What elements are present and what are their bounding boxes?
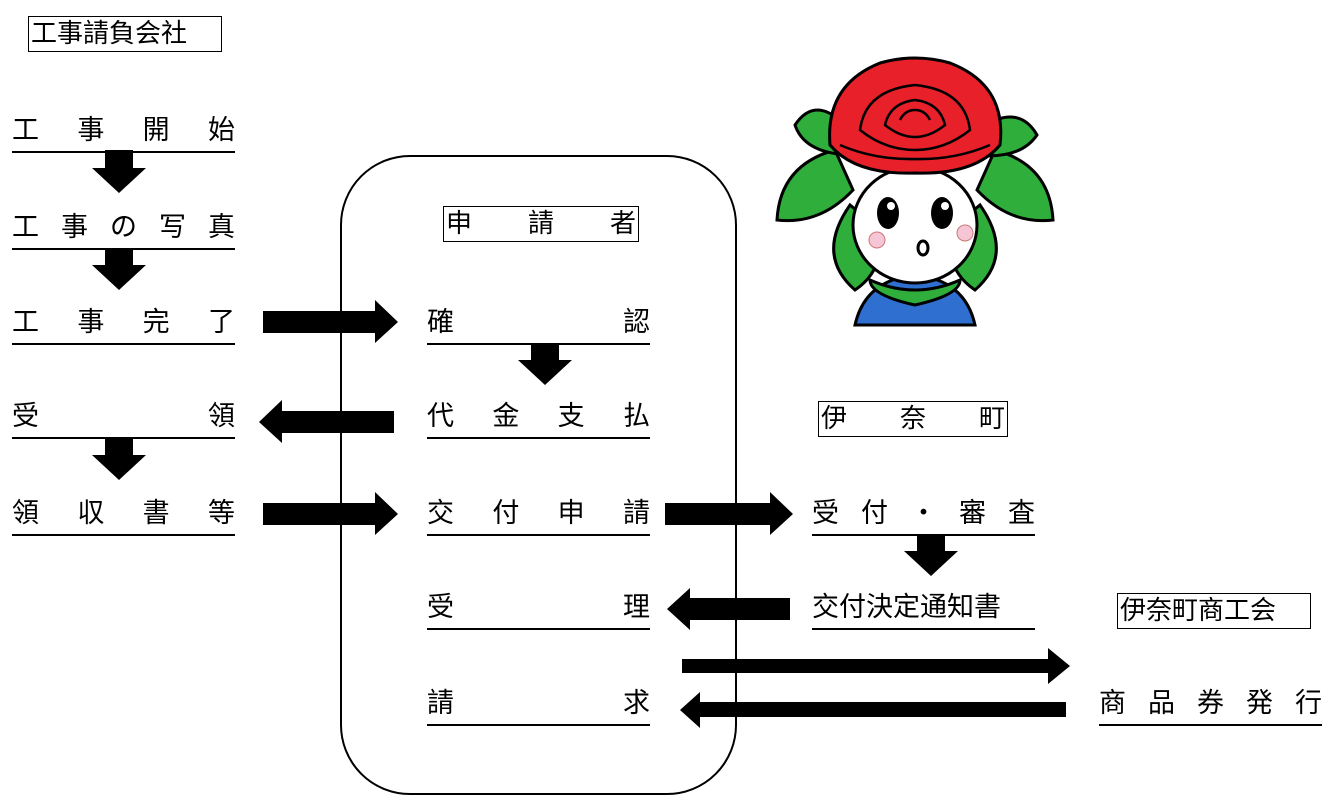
town-step-review-char-1: 付 bbox=[861, 498, 888, 529]
contractor-step-complete-char-3: 了 bbox=[207, 307, 235, 338]
town-step-review-char-4: 査 bbox=[1008, 498, 1035, 529]
applicant-step-claim: 請求 bbox=[427, 686, 650, 726]
contractor-step-complete-char-1: 事 bbox=[77, 307, 105, 338]
arrow-right-documents-to-apply bbox=[263, 492, 398, 535]
contractor-step-documents: 領収書等 bbox=[12, 496, 235, 536]
applicant-step-payment-char-3: 払 bbox=[622, 401, 650, 432]
arrow-left-payment-to-receipt bbox=[259, 400, 394, 443]
contractor-step-documents-char-1: 収 bbox=[77, 498, 105, 529]
applicant-step-accept-char-0: 受 bbox=[427, 592, 454, 623]
chamber-title-text: 伊奈町商工会 bbox=[1120, 596, 1277, 626]
applicant-title: 申請者 bbox=[443, 206, 639, 242]
chamber-step-voucher-char-3: 発 bbox=[1246, 688, 1273, 719]
contractor-step-photo-char-4: 真 bbox=[208, 212, 235, 243]
arrow-down-town bbox=[904, 534, 958, 576]
town-title-char-0: 伊 bbox=[821, 404, 848, 434]
contractor-step-documents-char-2: 書 bbox=[142, 498, 170, 529]
contractor-step-complete-char-2: 完 bbox=[142, 307, 170, 338]
chamber-step-voucher-char-4: 行 bbox=[1295, 688, 1322, 719]
town-step-notice: 交付決定通知書 bbox=[812, 590, 1035, 630]
contractor-step-photo: 工事の写真 bbox=[12, 210, 235, 250]
arrow-right-apply-to-review bbox=[665, 492, 793, 535]
contractor-step-start-char-0: 工 bbox=[12, 115, 39, 146]
applicant-step-payment-char-0: 代 bbox=[427, 401, 454, 432]
applicant-title-char-2: 者 bbox=[609, 209, 636, 239]
arrow-left-notice-to-accept bbox=[667, 588, 790, 630]
arrow-down-contractor-1 bbox=[92, 150, 146, 193]
contractor-step-receipt-char-0: 受 bbox=[12, 401, 39, 432]
applicant-step-confirm-char-1: 認 bbox=[623, 307, 650, 338]
contractor-step-documents-char-3: 等 bbox=[207, 498, 235, 529]
chamber-step-voucher-char-0: 商 bbox=[1099, 688, 1126, 719]
contractor-step-complete: 工事完了 bbox=[12, 305, 235, 345]
applicant-step-payment: 代金支払 bbox=[427, 399, 650, 439]
applicant-step-accept: 受理 bbox=[427, 590, 650, 630]
contractor-step-start-char-3: 始 bbox=[207, 115, 235, 146]
town-step-review-char-0: 受 bbox=[812, 498, 839, 529]
applicant-step-apply: 交付申請 bbox=[427, 496, 650, 536]
applicant-step-apply-char-1: 付 bbox=[492, 498, 520, 529]
town-step-review-char-2: ・ bbox=[910, 498, 937, 529]
contractor-step-photo-char-2: の bbox=[110, 212, 137, 243]
contractor-step-photo-char-3: 写 bbox=[159, 212, 186, 243]
town-title: 伊奈町 bbox=[818, 401, 1008, 437]
contractor-step-documents-char-0: 領 bbox=[12, 498, 39, 529]
contractor-step-receipt-char-1: 領 bbox=[208, 401, 235, 432]
town-title-char-1: 奈 bbox=[899, 404, 926, 434]
arrow-right-complete-to-confirm bbox=[263, 300, 398, 343]
applicant-step-apply-char-3: 請 bbox=[622, 498, 650, 529]
applicant-step-payment-char-1: 金 bbox=[492, 401, 520, 432]
town-step-review-char-3: 審 bbox=[959, 498, 986, 529]
contractor-title-text: 工事請負会社 bbox=[31, 19, 188, 49]
contractor-step-photo-char-0: 工 bbox=[12, 212, 39, 243]
contractor-step-start-char-1: 事 bbox=[77, 115, 105, 146]
town-step-notice-text: 交付決定通知書 bbox=[812, 592, 1001, 623]
chamber-step-voucher: 商品券発行 bbox=[1099, 686, 1322, 726]
rose-mascot-icon bbox=[775, 56, 1055, 327]
applicant-step-payment-char-2: 支 bbox=[557, 401, 585, 432]
arrow-right-to-chamber bbox=[682, 648, 1070, 684]
applicant-step-apply-char-2: 申 bbox=[557, 498, 585, 529]
chamber-title: 伊奈町商工会 bbox=[1117, 593, 1311, 629]
arrow-left-voucher-to-claim bbox=[680, 692, 1066, 728]
chamber-step-voucher-char-1: 品 bbox=[1148, 688, 1175, 719]
applicant-step-confirm-char-0: 確 bbox=[427, 307, 454, 338]
arrow-down-contractor-3 bbox=[92, 437, 146, 480]
arrow-down-contractor-2 bbox=[92, 248, 146, 290]
arrow-down-applicant bbox=[518, 343, 572, 385]
chamber-step-voucher-char-2: 券 bbox=[1197, 688, 1224, 719]
flow-arrows bbox=[92, 150, 1070, 728]
town-title-char-2: 町 bbox=[978, 404, 1005, 434]
applicant-title-char-0: 申 bbox=[446, 209, 473, 239]
contractor-step-complete-char-0: 工 bbox=[12, 307, 39, 338]
contractor-step-start-char-2: 開 bbox=[142, 115, 170, 146]
applicant-step-accept-char-1: 理 bbox=[623, 592, 650, 623]
applicant-step-claim-char-1: 求 bbox=[623, 688, 650, 719]
contractor-title: 工事請負会社 bbox=[28, 16, 222, 52]
applicant-step-claim-char-0: 請 bbox=[427, 688, 454, 719]
contractor-step-photo-char-1: 事 bbox=[61, 212, 88, 243]
applicant-step-apply-char-0: 交 bbox=[427, 498, 454, 529]
applicant-title-char-1: 請 bbox=[527, 209, 554, 239]
